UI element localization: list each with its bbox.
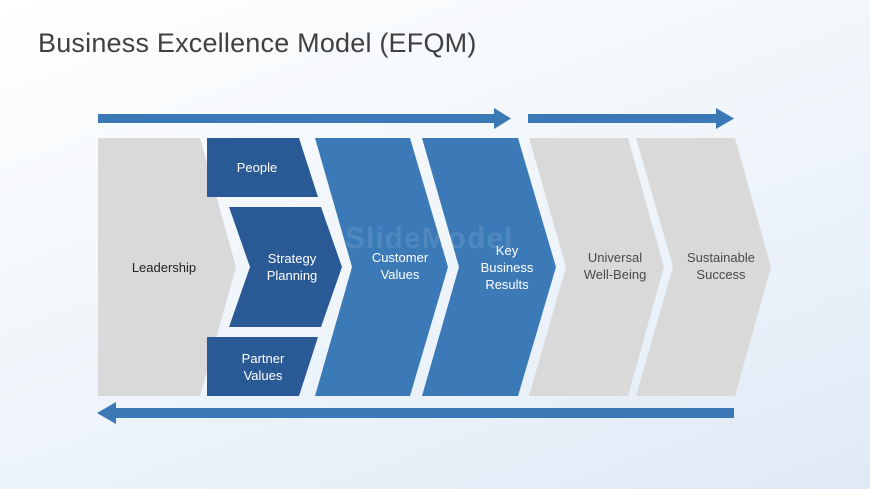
- key-business-results-label: Key Business Results: [480, 242, 534, 292]
- customer-values-shape: [315, 138, 448, 396]
- sustainable-success-shape: [636, 138, 771, 396]
- key-business-results-shape: [422, 138, 556, 396]
- partner-values-label: Partner Values: [241, 351, 285, 383]
- sustainable-success-label: Sustainable Success: [687, 250, 755, 282]
- partner-values-shape: [207, 337, 318, 396]
- leadership-shape: [98, 138, 236, 396]
- watermark-text: SlideModel: [345, 222, 514, 255]
- customer-values-label: Customer Values: [371, 250, 429, 282]
- bottom-return-arrow: [97, 402, 734, 424]
- leadership-label: Leadership: [131, 259, 197, 275]
- universal-well-being-shape: [529, 138, 664, 396]
- people-shape: [207, 138, 318, 197]
- people-label: People: [236, 159, 278, 175]
- top-right-arrow: [528, 108, 734, 129]
- strategy-planning-label: Strategy Planning: [266, 251, 318, 283]
- slide-title: Business Excellence Model (EFQM): [38, 28, 477, 58]
- top-left-arrow: [98, 108, 511, 129]
- strategy-planning-shape: [229, 207, 342, 327]
- universal-well-being-label: Universal Well-Being: [583, 250, 647, 282]
